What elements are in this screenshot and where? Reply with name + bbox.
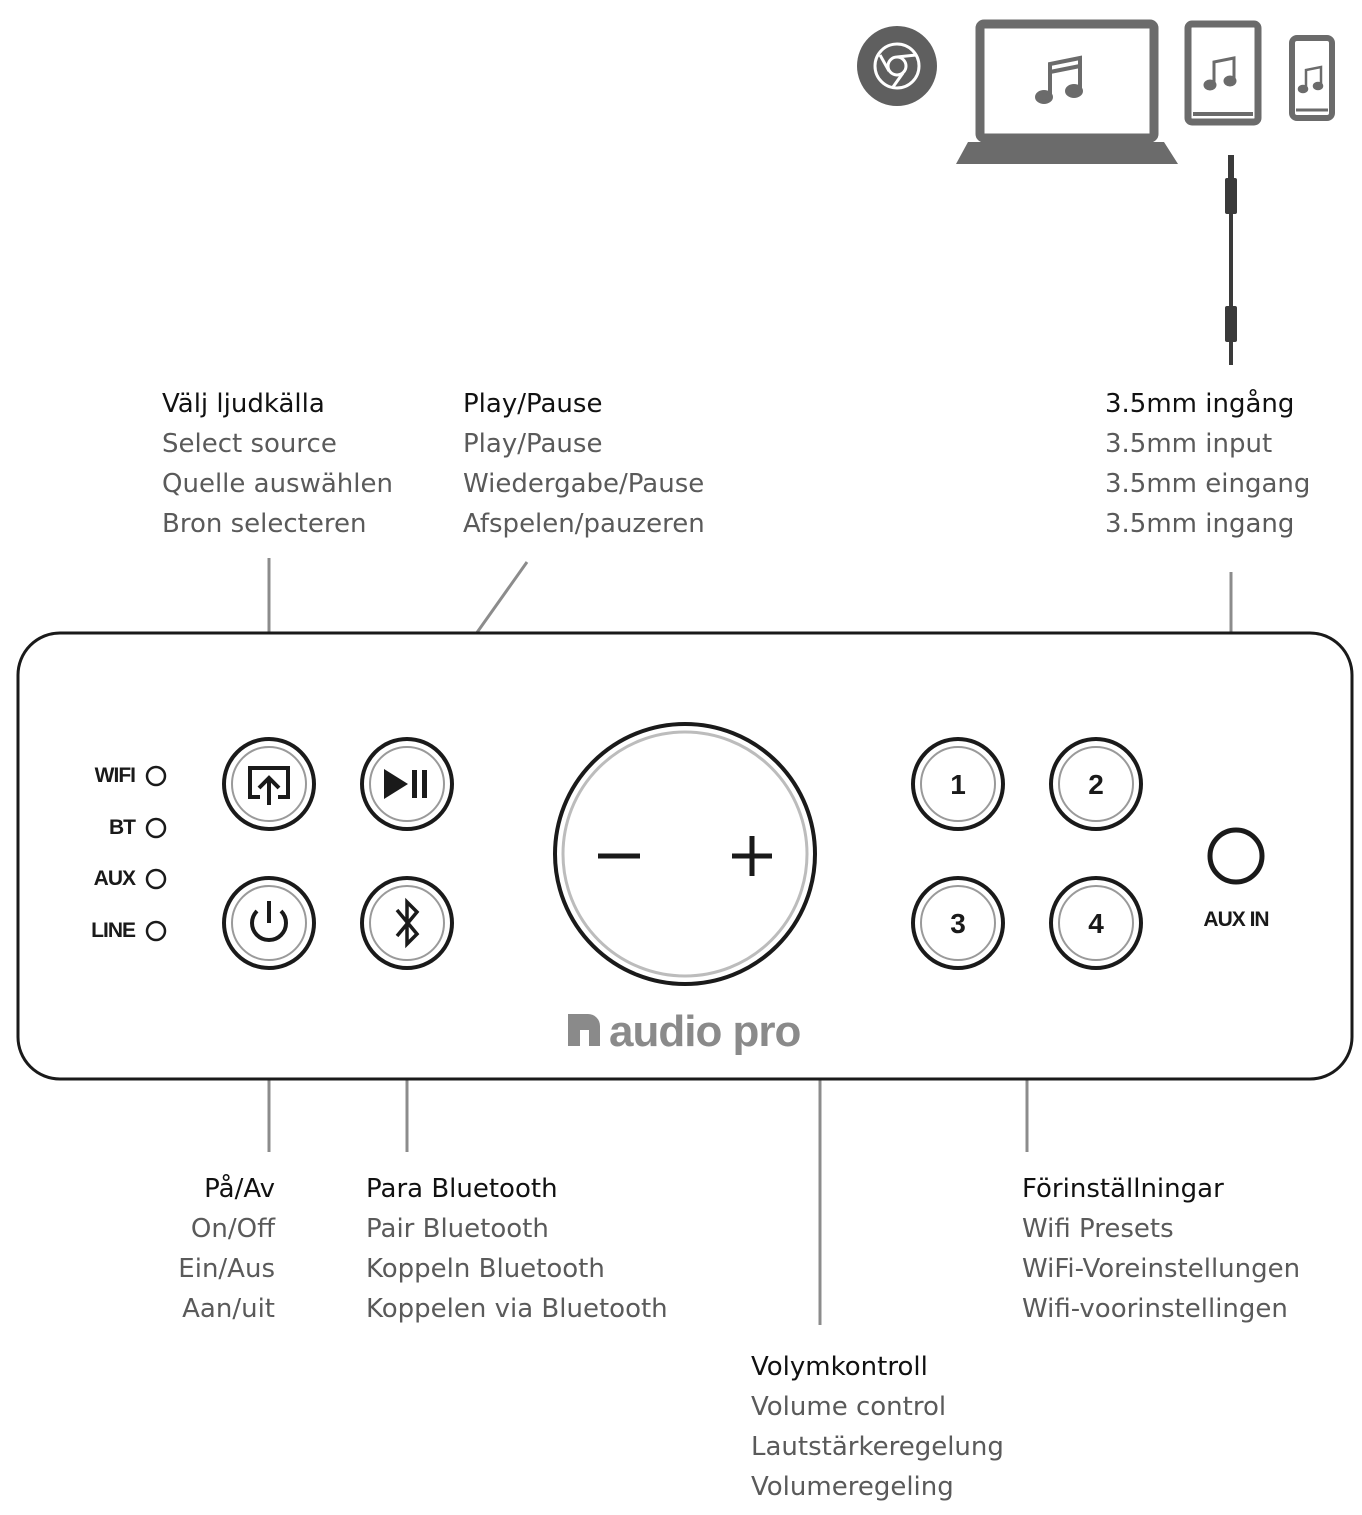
audio-cable-icon <box>1225 155 1237 365</box>
chrome-icon <box>857 26 937 106</box>
preset-button-1[interactable]: 1 <box>911 737 1005 831</box>
line-led <box>145 920 167 942</box>
led-label-bt: BT <box>109 816 136 839</box>
callout-bluetooth: Para Bluetooth Pair Bluetooth Koppeln Bl… <box>366 1169 668 1329</box>
source-icon <box>248 766 290 805</box>
callout-line: WiFi-Voreinstellungen <box>1022 1254 1301 1284</box>
callout-line: Lautstärkeregelung <box>751 1432 1004 1462</box>
music-note-icon <box>1297 65 1324 94</box>
callout-line: Afspelen/pauzeren <box>463 509 705 539</box>
audio-pro-logo: audio pro <box>568 1007 802 1056</box>
source-button[interactable] <box>222 737 316 831</box>
laptop-icon <box>956 19 1178 164</box>
wifi-led <box>145 765 167 787</box>
power-icon <box>250 901 288 943</box>
callout-title: Välj ljudkälla <box>162 389 325 419</box>
bluetooth-button[interactable] <box>360 876 454 970</box>
aux-in-label: AUX IN <box>1203 908 1268 931</box>
callout-line: 3.5mm eingang <box>1105 469 1311 499</box>
brand-name: audio pro <box>609 1007 801 1056</box>
aux-in-jack[interactable]: AUX IN <box>1203 827 1270 931</box>
callout-line: Volumeregeling <box>751 1472 954 1502</box>
callout-line: Select source <box>162 429 337 459</box>
callout-title: Play/Pause <box>463 389 603 419</box>
music-note-icon <box>1203 56 1237 91</box>
volume-dial[interactable] <box>553 722 817 986</box>
preset-button-2[interactable]: 2 <box>1049 737 1143 831</box>
music-note-icon <box>1035 55 1083 104</box>
callout-power: På/Av On/Off Ein/Aus Aan/uit <box>150 1169 275 1329</box>
preset-number: 1 <box>950 769 966 800</box>
preset-buttons: 1 2 3 4 <box>911 737 1143 970</box>
power-button[interactable] <box>222 876 316 970</box>
preset-number: 2 <box>1088 769 1104 800</box>
led-label-line: LINE <box>91 919 136 942</box>
play-pause-icon <box>384 769 427 799</box>
bt-led <box>145 817 167 839</box>
play-pause-button[interactable] <box>360 737 454 831</box>
callout-line: Aan/uit <box>182 1294 275 1324</box>
preset-button-3[interactable]: 3 <box>911 876 1005 970</box>
aux-led <box>145 868 167 890</box>
preset-button-4[interactable]: 4 <box>1049 876 1143 970</box>
preset-number: 4 <box>1088 908 1104 939</box>
callout-line: Pair Bluetooth <box>366 1214 549 1244</box>
callout-title: På/Av <box>204 1174 275 1204</box>
callout-title: Förinställningar <box>1022 1174 1224 1204</box>
callout-line: Koppeln Bluetooth <box>366 1254 605 1284</box>
callout-line: Volume control <box>751 1392 947 1422</box>
callout-line: Play/Pause <box>463 429 603 459</box>
tablet-icon <box>1184 20 1262 126</box>
callout-line: 3.5mm input <box>1105 429 1273 459</box>
callout-line: Ein/Aus <box>178 1254 275 1284</box>
callout-title: Volymkontroll <box>751 1352 928 1382</box>
callout-line: Koppelen via Bluetooth <box>366 1294 668 1324</box>
callout-line: Bron selecteren <box>162 509 367 539</box>
callout-line: 3.5mm ingang <box>1105 509 1295 539</box>
phone-icon <box>1289 35 1335 121</box>
led-label-wifi: WIFI <box>94 764 136 787</box>
callout-aux-input: 3.5mm ingång 3.5mm input 3.5mm eingang 3… <box>1105 384 1310 544</box>
callout-line: Wiedergabe/Pause <box>463 469 705 499</box>
audio-pro-logo-icon <box>568 1014 600 1046</box>
bluetooth-icon <box>395 897 420 949</box>
indicator-leds <box>145 765 167 942</box>
callout-play-pause: Play/Pause Play/Pause Wiedergabe/Pause A… <box>463 384 705 544</box>
callout-line: Wifi-voorinstellingen <box>1022 1294 1288 1324</box>
callout-title: Para Bluetooth <box>366 1174 558 1204</box>
callout-volume: Volymkontroll Volume control Lautstärker… <box>751 1347 1004 1507</box>
led-label-aux: AUX <box>93 867 136 890</box>
callout-line: Wifi Presets <box>1022 1214 1174 1244</box>
callout-presets: Förinställningar Wifi Presets WiFi-Vorei… <box>1022 1169 1300 1329</box>
callout-line: On/Off <box>190 1214 275 1244</box>
preset-number: 3 <box>950 908 966 939</box>
plus-icon[interactable] <box>732 836 772 876</box>
callout-title: 3.5mm ingång <box>1105 389 1295 419</box>
callout-line: Quelle auswählen <box>162 469 393 499</box>
callout-select-source: Välj ljudkälla Select source Quelle ausw… <box>162 384 393 544</box>
